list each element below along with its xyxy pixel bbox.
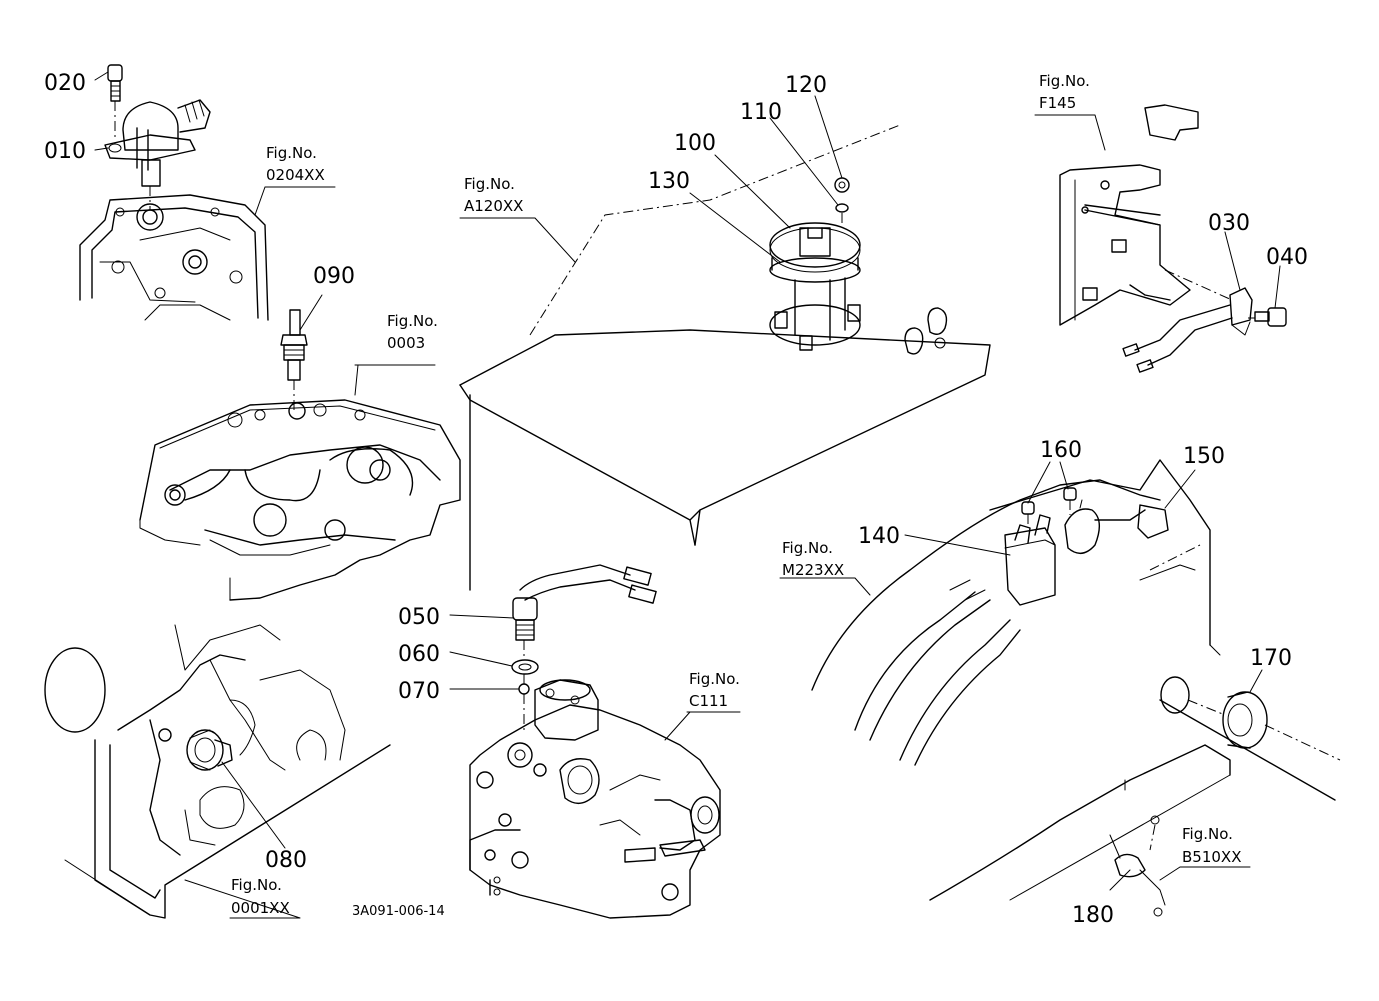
- fig-ref-number-f145: F145: [1039, 94, 1076, 112]
- part-label-070: 070: [398, 679, 440, 704]
- fig-ref-title: Fig.No.: [266, 144, 317, 162]
- part-label-110: 110: [740, 100, 782, 125]
- assembly-0003: [139, 294, 461, 601]
- fig-ref-title: Fig.No.: [387, 312, 438, 330]
- part-label-180: 180: [1072, 903, 1114, 928]
- assembly-c111: [449, 564, 741, 919]
- fig-ref-number-c111: C111: [689, 692, 728, 710]
- drawing-code: 3A091-006-14: [352, 904, 445, 919]
- part-label-130: 130: [648, 169, 690, 194]
- assembly-0001xx: [44, 624, 391, 919]
- assembly-0204xx: [79, 64, 336, 321]
- fig-ref-number-a120xx: A120XX: [464, 197, 523, 215]
- part-labels: 020 010 090 120 110 100 130 030 040 160 …: [44, 71, 1308, 928]
- part-label-120: 120: [785, 73, 827, 98]
- fig-ref-number-0003: 0003: [387, 334, 425, 352]
- fig-ref-number-b510xx: B510XX: [1182, 848, 1241, 866]
- fig-ref-title: Fig.No.: [689, 670, 740, 688]
- part-label-090: 090: [313, 264, 355, 289]
- part-label-160: 160: [1040, 438, 1082, 463]
- fig-ref-title: Fig.No.: [464, 175, 515, 193]
- part-label-150: 150: [1183, 444, 1225, 469]
- part-label-140: 140: [858, 524, 900, 549]
- fig-ref-number-0001xx: 0001XX: [231, 899, 290, 917]
- assembly-m223xx: [779, 459, 1341, 917]
- part-label-030: 030: [1208, 211, 1250, 236]
- part-label-080: 080: [265, 848, 307, 873]
- fig-ref-number-m223xx: M223XX: [782, 561, 844, 579]
- fig-ref-title: Fig.No.: [1039, 72, 1090, 90]
- part-label-060: 060: [398, 642, 440, 667]
- part-label-040: 040: [1266, 245, 1308, 270]
- part-label-170: 170: [1250, 646, 1292, 671]
- assembly-a120xx: [459, 95, 991, 591]
- part-label-050: 050: [398, 605, 440, 630]
- fig-ref-title: Fig.No.: [1182, 825, 1233, 843]
- figure-references: Fig.No. 0204XX Fig.No. 0003 Fig.No. A120…: [231, 72, 1241, 917]
- fig-ref-number-0204xx: 0204XX: [266, 166, 325, 184]
- part-label-010: 010: [44, 139, 86, 164]
- assembly-f145: [1034, 104, 1287, 373]
- fig-ref-title: Fig.No.: [231, 876, 282, 894]
- fig-ref-title: Fig.No.: [782, 539, 833, 557]
- part-label-100: 100: [674, 131, 716, 156]
- part-label-020: 020: [44, 71, 86, 96]
